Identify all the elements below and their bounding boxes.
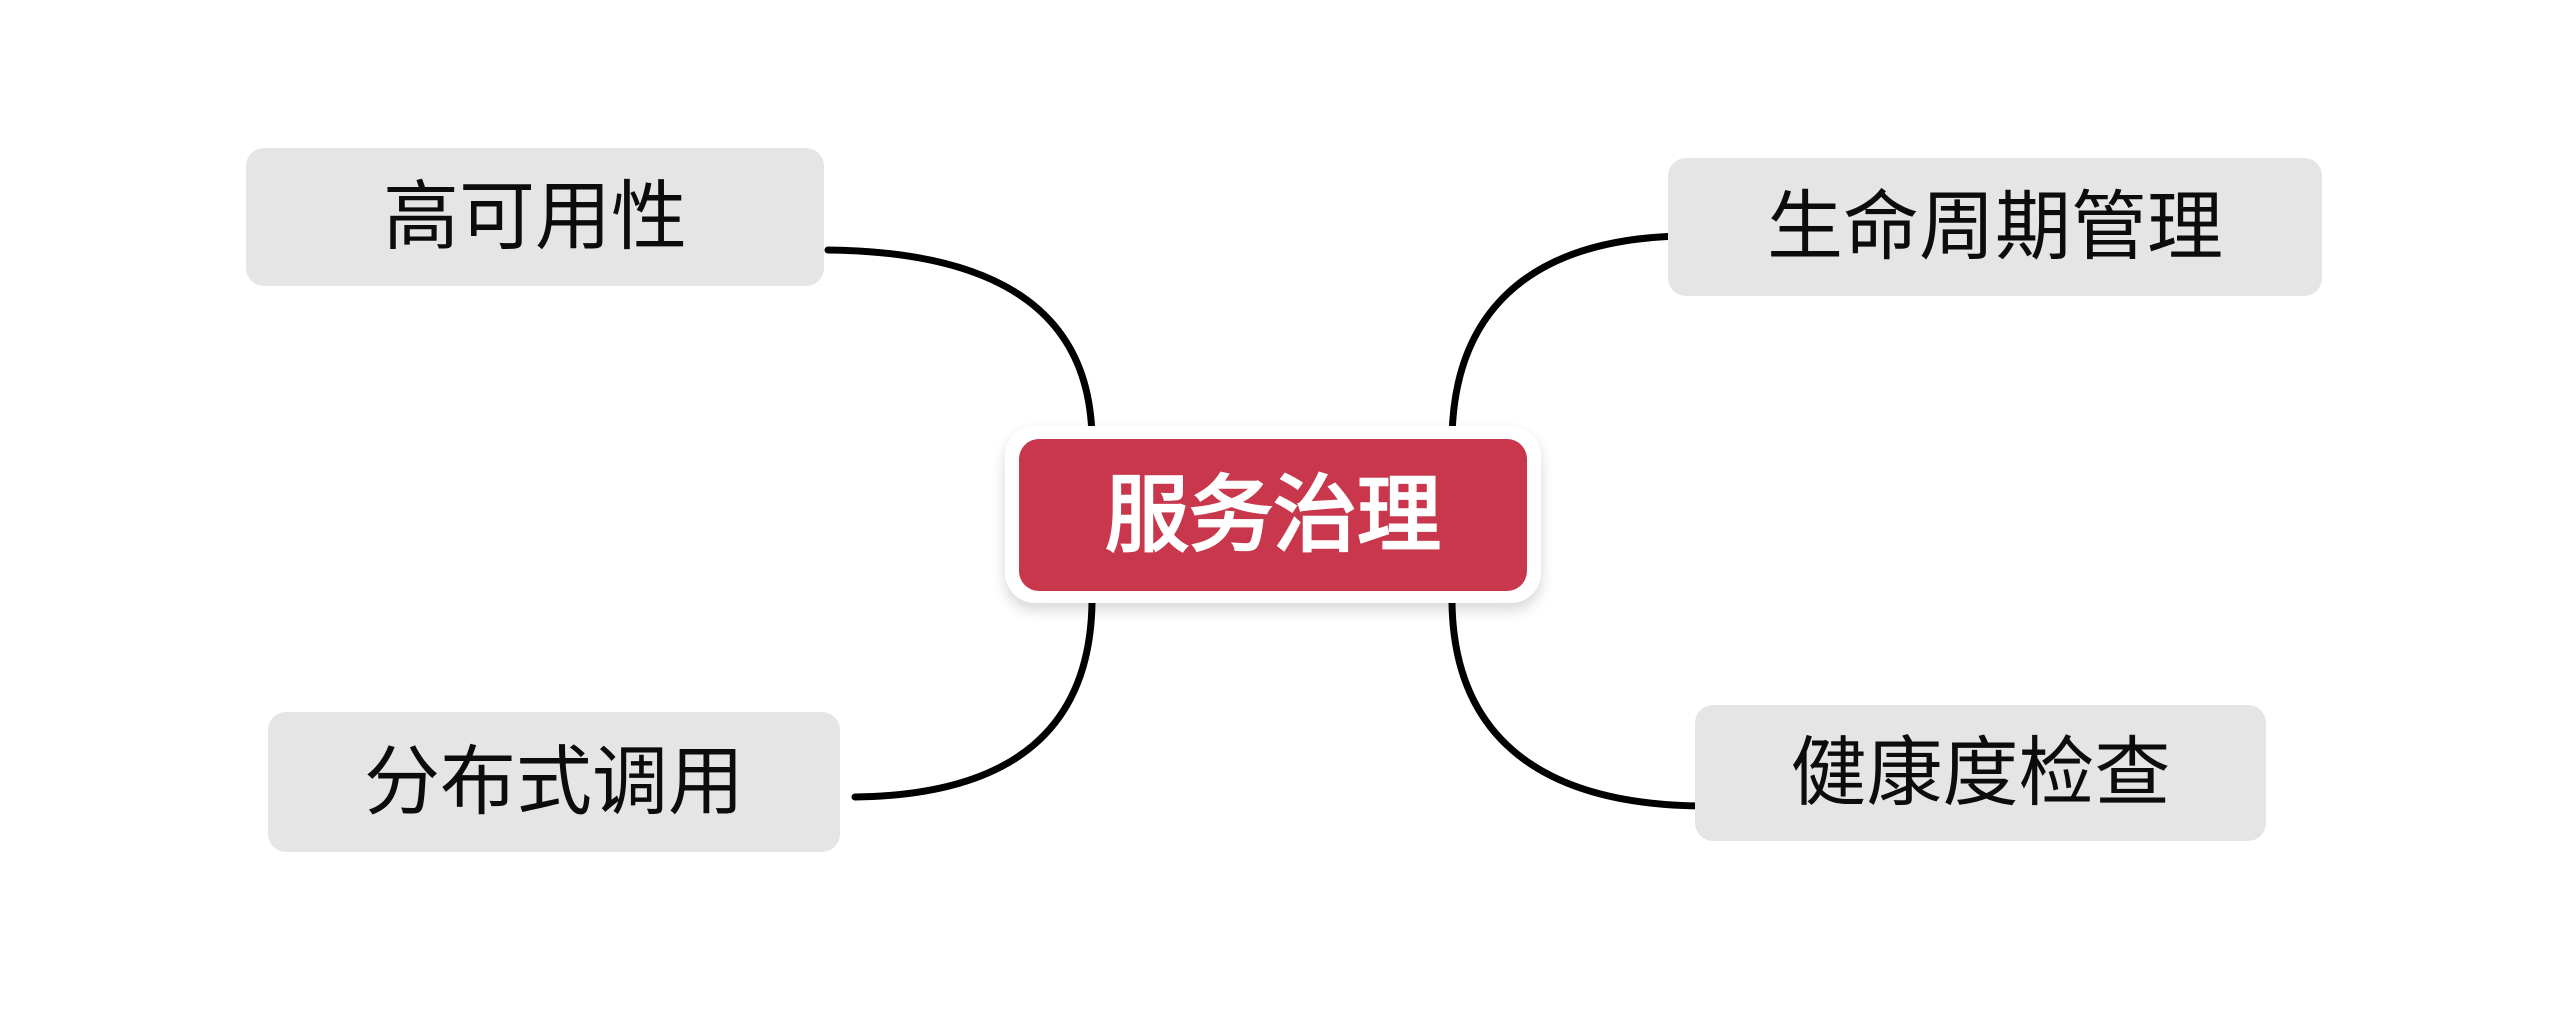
edge-high-availability [824,246,1096,442]
branch-node-high-availability[interactable]: 高可用性 [246,148,824,286]
branch-node-distributed-invocation[interactable]: 分布式调用 [268,712,840,852]
center-node-label: 服务治理 [1104,465,1441,564]
branch-node-lifecycle-management[interactable]: 生命周期管理 [1668,158,2322,296]
branch-label-lifecycle-management: 生命周期管理 [1767,182,2223,271]
branch-node-health-check[interactable]: 健康度检查 [1695,705,2266,841]
branch-label-distributed-invocation: 分布式调用 [364,737,744,826]
center-node[interactable]: 服务治理 [1019,438,1527,591]
branch-label-high-availability: 高可用性 [383,172,687,261]
center-node-halo: 服务治理 [1005,426,1541,603]
edge-health-check [1448,599,1704,810]
edge-distributed-invocation [851,599,1096,801]
branch-label-health-check: 健康度检查 [1790,728,2171,817]
edge-lifecycle-management [1448,232,1684,442]
